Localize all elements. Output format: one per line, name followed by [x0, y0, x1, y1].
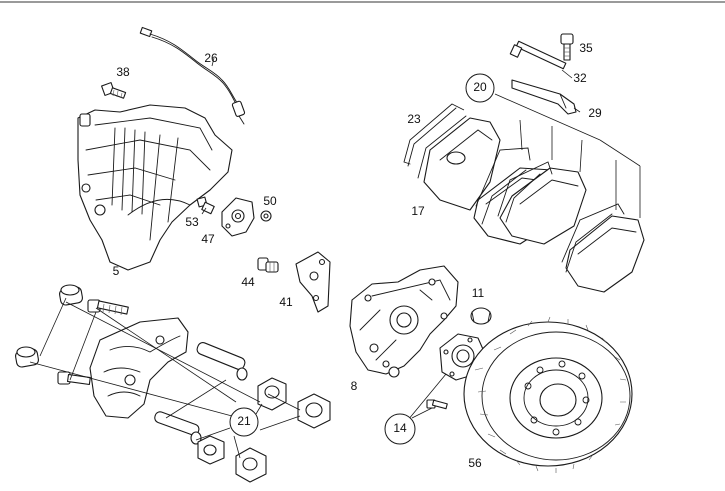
callout-circle-20 — [465, 73, 495, 103]
cap-50-drawing — [260, 210, 272, 222]
part-label-29: 29 — [588, 106, 602, 120]
bleed-screw-drawing — [196, 196, 215, 215]
part-label-47: 47 — [201, 232, 215, 246]
brake-disc-drawing — [463, 316, 633, 473]
guide-kit-drawing — [15, 284, 331, 483]
part-label-44: 44 — [241, 275, 255, 289]
hub-kit-leaders — [407, 373, 447, 421]
plate-41-drawing — [295, 251, 331, 313]
fitting-44-drawing — [257, 257, 279, 273]
part-label-17: 17 — [411, 204, 425, 218]
part-label-38: 38 — [116, 65, 130, 79]
part-label-8: 8 — [351, 379, 358, 393]
number-leaders — [201, 57, 581, 215]
pad-kit-leaders — [494, 93, 641, 218]
part-label-35: 35 — [579, 41, 593, 55]
part-label-53: 53 — [185, 215, 199, 229]
part-label-32: 32 — [573, 71, 587, 85]
bolt-35-drawing — [560, 33, 574, 61]
part-label-21: 21 — [237, 414, 251, 428]
hub-carrier-drawing — [349, 265, 459, 378]
cap-11-drawing — [470, 307, 492, 325]
callout-circle-21 — [229, 407, 259, 437]
part-label-56: 56 — [468, 456, 482, 470]
pin-32-drawing — [509, 40, 567, 70]
bracket-47-drawing — [221, 197, 255, 237]
spring-23-drawing — [403, 103, 465, 167]
wear-sensor-cable-drawing — [139, 26, 246, 125]
guide-kit-leaders — [29, 297, 301, 459]
part-label-11: 11 — [472, 286, 485, 300]
part-label-20: 20 — [473, 80, 487, 94]
brake-pad-drawing — [417, 115, 645, 293]
clip-29-drawing — [511, 79, 577, 115]
part-label-23: 23 — [407, 112, 421, 126]
part-label-26: 26 — [204, 51, 218, 65]
part-label-50: 50 — [263, 194, 277, 208]
part-label-41: 41 — [279, 295, 293, 309]
callout-circle-14 — [384, 413, 416, 445]
part-number-labels: 26 38 35 32 29 20 23 17 5 53 50 47 44 41… — [113, 41, 602, 470]
part-label-5: 5 — [113, 264, 120, 278]
bolt-38-drawing — [101, 82, 127, 99]
part-label-14: 14 — [393, 421, 407, 435]
brake-caliper-drawing — [77, 104, 233, 271]
